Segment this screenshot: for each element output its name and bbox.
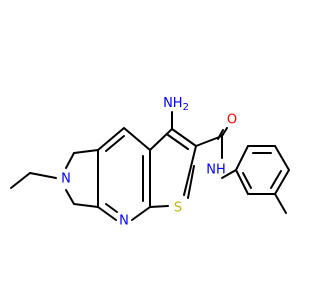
bond (97, 127, 125, 151)
atom-n-amine: N (61, 172, 71, 187)
bond (235, 145, 249, 171)
bond (242, 172, 252, 189)
molecule-canvas: N N S NH2 O NH (10, 95, 290, 229)
bond (105, 135, 125, 152)
bond (29, 172, 57, 179)
subscript-2: 2 (183, 102, 189, 113)
bond (149, 128, 173, 151)
bond (105, 203, 118, 213)
atom-o-carbonyl: O (227, 113, 237, 128)
bond (221, 169, 237, 179)
bond (10, 172, 31, 189)
bond (270, 170, 282, 189)
atom-n-pyridine: N (119, 214, 129, 229)
bond (183, 145, 197, 196)
bond (65, 189, 75, 205)
bond (274, 169, 290, 195)
bond (221, 127, 228, 137)
bond (187, 165, 195, 199)
bond (171, 128, 197, 147)
nh-part: NH (163, 96, 183, 111)
atom-s-thiophene: S (174, 201, 182, 216)
bond (167, 134, 189, 150)
bond (274, 193, 287, 214)
atom-nh2: NH2 (163, 96, 189, 113)
bond (274, 145, 290, 171)
bond (217, 129, 224, 140)
molecule-structure: N N S NH2 O NH (10, 96, 290, 229)
bond (73, 149, 99, 154)
atom-nh-amide: NH (206, 163, 226, 178)
bond (149, 205, 169, 208)
bond (65, 152, 75, 169)
bond (131, 206, 151, 221)
bond (235, 169, 249, 195)
bond (73, 203, 99, 208)
bond (97, 206, 117, 221)
bond (123, 127, 151, 151)
